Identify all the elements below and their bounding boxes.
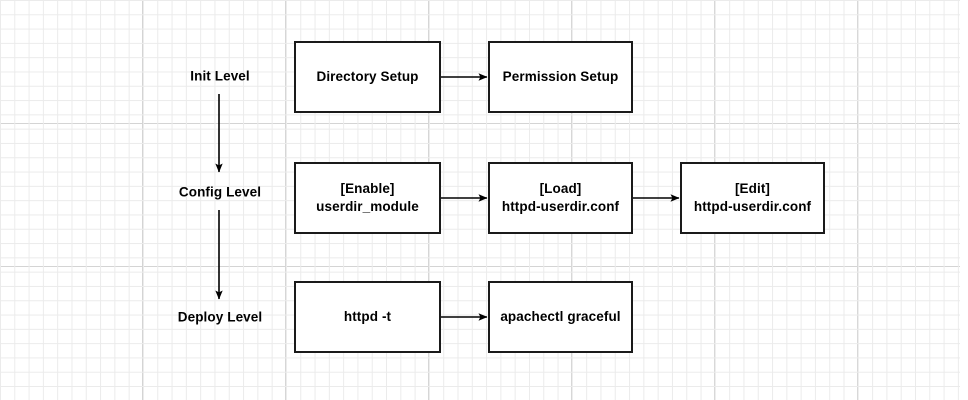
node-apachectl-graceful[interactable]: apachectl graceful — [488, 281, 633, 353]
node-text-line1: Directory Setup — [316, 68, 419, 84]
node-apachectl-graceful-label: apachectl graceful — [500, 308, 620, 326]
node-load-httpd-userdir-conf-label: [Load] httpd-userdir.conf — [502, 180, 619, 216]
node-load-httpd-userdir-conf[interactable]: [Load] httpd-userdir.conf — [488, 162, 633, 234]
node-text-line1: Permission Setup — [502, 68, 619, 84]
node-edit-httpd-userdir-conf-label: [Edit] httpd-userdir.conf — [694, 180, 811, 216]
node-text-line1: [Enable] — [340, 180, 395, 196]
node-text-line1: [Edit] — [734, 180, 771, 196]
node-text-line1: [Load] — [539, 180, 582, 196]
node-directory-setup[interactable]: Directory Setup — [294, 41, 441, 113]
node-permission-setup-label: Permission Setup — [503, 68, 619, 86]
node-httpd-t[interactable]: httpd -t — [294, 281, 441, 353]
level-label-config: Config Level — [178, 184, 262, 200]
node-directory-setup-label: Directory Setup — [316, 68, 418, 86]
node-enable-userdir-module[interactable]: [Enable] userdir_module — [294, 162, 441, 234]
node-enable-userdir-module-label: [Enable] userdir_module — [316, 180, 419, 216]
node-text-line1: apachectl graceful — [500, 308, 621, 324]
node-text-line2: userdir_module — [316, 199, 419, 214]
node-permission-setup[interactable]: Permission Setup — [488, 41, 633, 113]
node-text-line2: httpd-userdir.conf — [501, 199, 620, 214]
level-label-deploy: Deploy Level — [177, 309, 263, 325]
node-text-line2: httpd-userdir.conf — [693, 199, 812, 214]
node-text-line1: httpd -t — [343, 308, 392, 324]
node-httpd-t-label: httpd -t — [344, 308, 391, 326]
level-label-init: Init Level — [190, 68, 250, 84]
node-edit-httpd-userdir-conf[interactable]: [Edit] httpd-userdir.conf — [680, 162, 825, 234]
